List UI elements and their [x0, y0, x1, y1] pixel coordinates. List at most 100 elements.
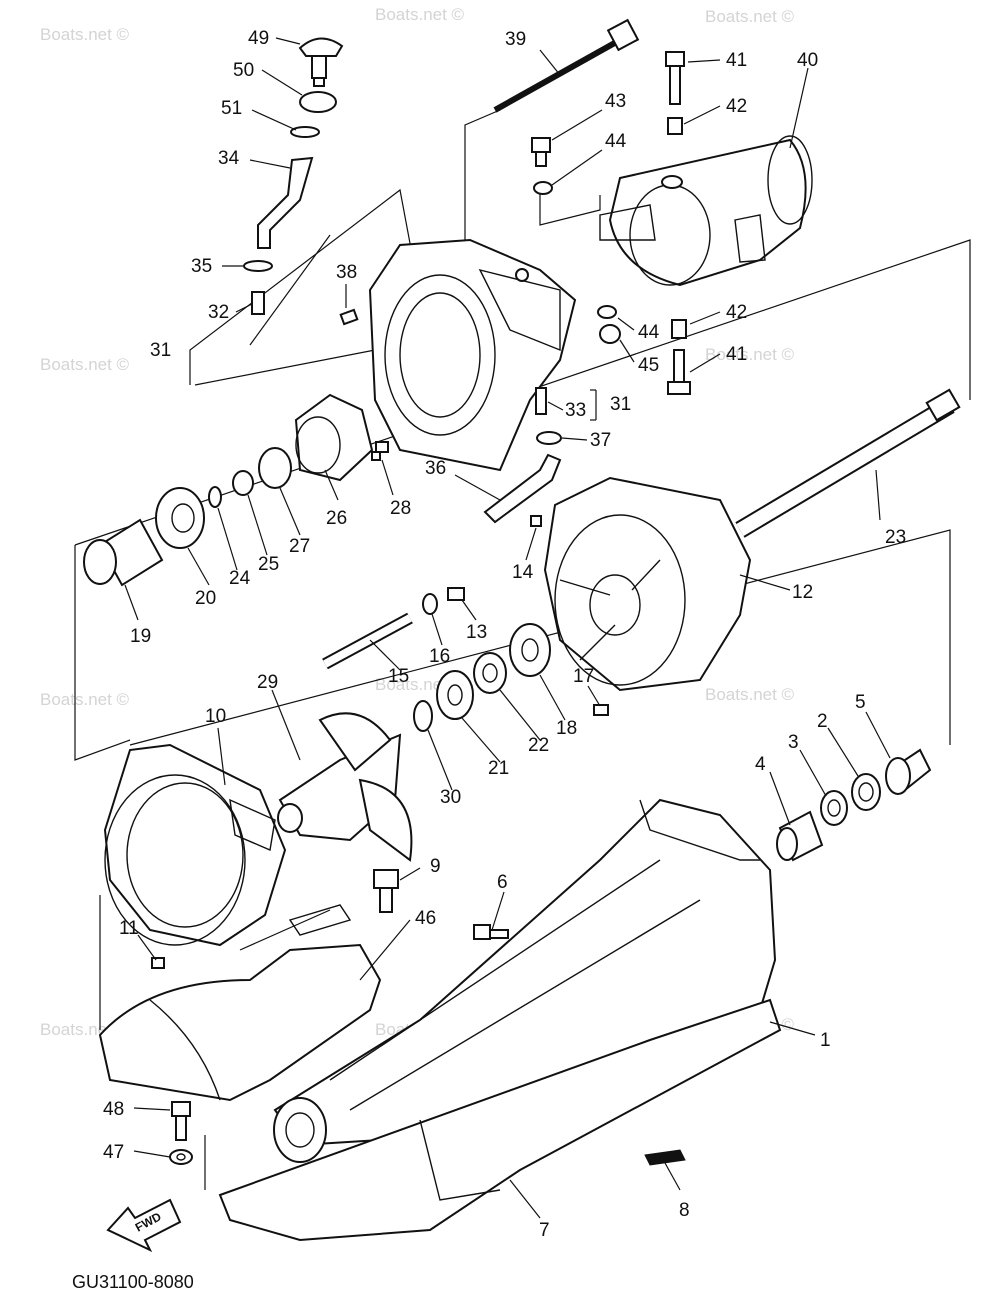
- callout-41-lower: 41: [726, 344, 747, 365]
- part-41-bolt-lower: [667, 349, 691, 395]
- part-1-pump-body: [218, 798, 782, 1242]
- part-42-bushing-lower: [671, 319, 687, 339]
- callout-31-right: 31: [610, 394, 631, 415]
- part-36-hose: [483, 453, 562, 524]
- part-42-bushing-upper: [667, 117, 683, 135]
- part-20-bearing: [155, 487, 205, 549]
- callout-44-upper: 44: [605, 131, 627, 152]
- callout-5: 5: [855, 692, 866, 713]
- part-35-clamp: [243, 260, 273, 272]
- part-45-nut: [599, 324, 621, 344]
- part-43-bolt: [531, 137, 551, 167]
- part-50-nut: [299, 91, 337, 113]
- part-15-shaft-fill: [323, 614, 412, 668]
- callout-35: 35: [191, 256, 212, 277]
- part-19-liner: [83, 518, 164, 587]
- assembly-frames: [74, 109, 971, 1190]
- callout-30: 30: [440, 787, 461, 808]
- part-40-nozzle: [599, 135, 813, 287]
- callout-28: 28: [390, 498, 411, 519]
- callout-24: 24: [229, 568, 251, 589]
- part-41-bolt-upper: [665, 51, 685, 105]
- callout-31-left: 31: [150, 340, 171, 361]
- callout-23: 23: [885, 527, 906, 548]
- callout-50: 50: [233, 60, 254, 81]
- part-2-seal: [851, 773, 881, 811]
- callout-19: 19: [130, 626, 151, 647]
- watermark: Boats.net ©: [40, 355, 130, 374]
- callout-36: 36: [425, 458, 446, 479]
- callout-15: 15: [388, 666, 409, 687]
- part-47-washer: [169, 1149, 193, 1165]
- watermark: Boats.net ©: [705, 685, 795, 704]
- part-30-washer: [413, 700, 433, 732]
- callout-41-upper: 41: [726, 50, 747, 71]
- callout-48: 48: [103, 1099, 124, 1120]
- callout-25: 25: [258, 554, 279, 575]
- callout-22: 22: [528, 735, 549, 756]
- part-33-fitting: [535, 387, 547, 415]
- part-44-washer-upper: [533, 181, 553, 195]
- callout-37: 37: [590, 430, 611, 451]
- callout-46: 46: [415, 908, 436, 929]
- part-29-impeller: [277, 712, 413, 862]
- callout-8: 8: [679, 1200, 690, 1221]
- part-18-bearing: [509, 623, 551, 677]
- part-27-o-ring: [258, 447, 292, 489]
- part-23-drive-shaft: [735, 388, 961, 538]
- part-16-ring: [422, 593, 438, 615]
- callout-27: 27: [289, 536, 310, 557]
- callout-44-lower: 44: [638, 322, 660, 343]
- part-10-nozzle-ring: [103, 743, 287, 947]
- watermark: Boats.net ©: [375, 5, 465, 24]
- callout-17: 17: [573, 666, 594, 687]
- callout-42-lower: 42: [726, 302, 747, 323]
- pump-housing-top: [368, 238, 577, 472]
- callout-39: 39: [505, 29, 526, 50]
- callout-11: 11: [119, 918, 139, 939]
- part-38-pin: [339, 308, 359, 326]
- part-11-pin: [151, 957, 165, 969]
- callout-29: 29: [257, 672, 278, 693]
- callout-1: 1: [820, 1030, 831, 1051]
- part-24-washer: [208, 486, 222, 508]
- callout-18: 18: [556, 718, 577, 739]
- part-44-washer-lower: [597, 305, 617, 319]
- callout-6: 6: [497, 872, 508, 893]
- part-51-clamp: [290, 126, 320, 138]
- callout-43: 43: [605, 91, 626, 112]
- callout-45: 45: [638, 355, 659, 376]
- callout-32: 32: [208, 302, 229, 323]
- callout-34: 34: [218, 148, 240, 169]
- part-48-bolt: [171, 1101, 191, 1141]
- part-9-fitting: [373, 869, 399, 913]
- callout-51: 51: [221, 98, 242, 119]
- part-21-bearing: [436, 670, 474, 720]
- callout-2: 2: [817, 711, 828, 732]
- part-6-bolt: [473, 924, 509, 940]
- part-34-hose: [257, 156, 314, 249]
- part-28-bolt: [371, 441, 389, 461]
- callout-numbers: 49 50 51 34 35 38 32 31 39 41 40 42 43 4…: [103, 28, 906, 1241]
- callout-42-upper: 42: [726, 96, 747, 117]
- callout-47: 47: [103, 1142, 124, 1163]
- callout-7: 7: [539, 1220, 550, 1241]
- callout-10: 10: [205, 706, 226, 727]
- callout-21: 21: [488, 758, 509, 779]
- callout-40: 40: [797, 50, 818, 71]
- part-13-fitting: [447, 587, 465, 601]
- part-3-seal: [820, 790, 848, 826]
- callout-13: 13: [466, 622, 487, 643]
- drawing-code: GU31100-8080: [72, 1272, 194, 1292]
- callout-38: 38: [336, 262, 357, 283]
- callout-12: 12: [792, 582, 813, 603]
- leader-lines: [124, 37, 891, 1219]
- callout-26: 26: [326, 508, 347, 529]
- callout-20: 20: [195, 588, 216, 609]
- part-8-plate: [644, 1149, 686, 1166]
- part-37-clamp: [536, 431, 562, 445]
- callout-16: 16: [429, 646, 450, 667]
- watermark: Boats.net ©: [705, 7, 795, 26]
- part-39-bolt: [493, 18, 640, 113]
